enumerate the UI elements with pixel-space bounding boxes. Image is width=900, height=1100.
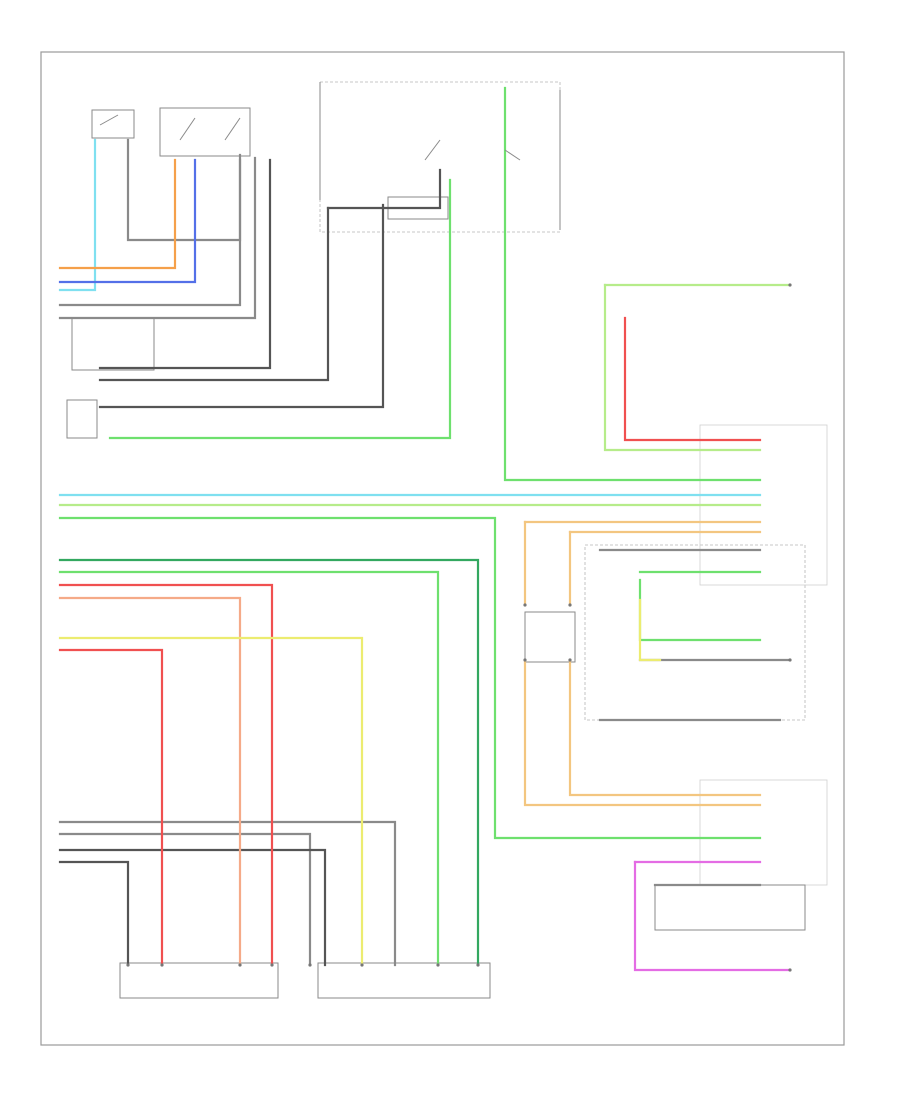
mode-door-actuator-box: [119, 962, 279, 999]
center-junction-box: [524, 611, 576, 663]
a-c-compressor-box: [66, 399, 98, 439]
upper-left-actuator-box: [91, 109, 135, 139]
a-c-pressure-sensor-box: [654, 884, 806, 931]
ignition-switch-symbol: [424, 139, 441, 161]
left-blend-door-actuator-box: [71, 317, 155, 371]
recirculation-door-actuator-box: [317, 962, 491, 999]
switch-symbols: [99, 82, 561, 230]
colored-wires: [58, 86, 792, 972]
diagram-frame: [40, 51, 845, 1046]
component-outlines: [66, 81, 828, 999]
gray-wires: [58, 138, 792, 967]
upper-right-actuator-box: [159, 107, 251, 157]
connector-pins: [126, 283, 792, 972]
